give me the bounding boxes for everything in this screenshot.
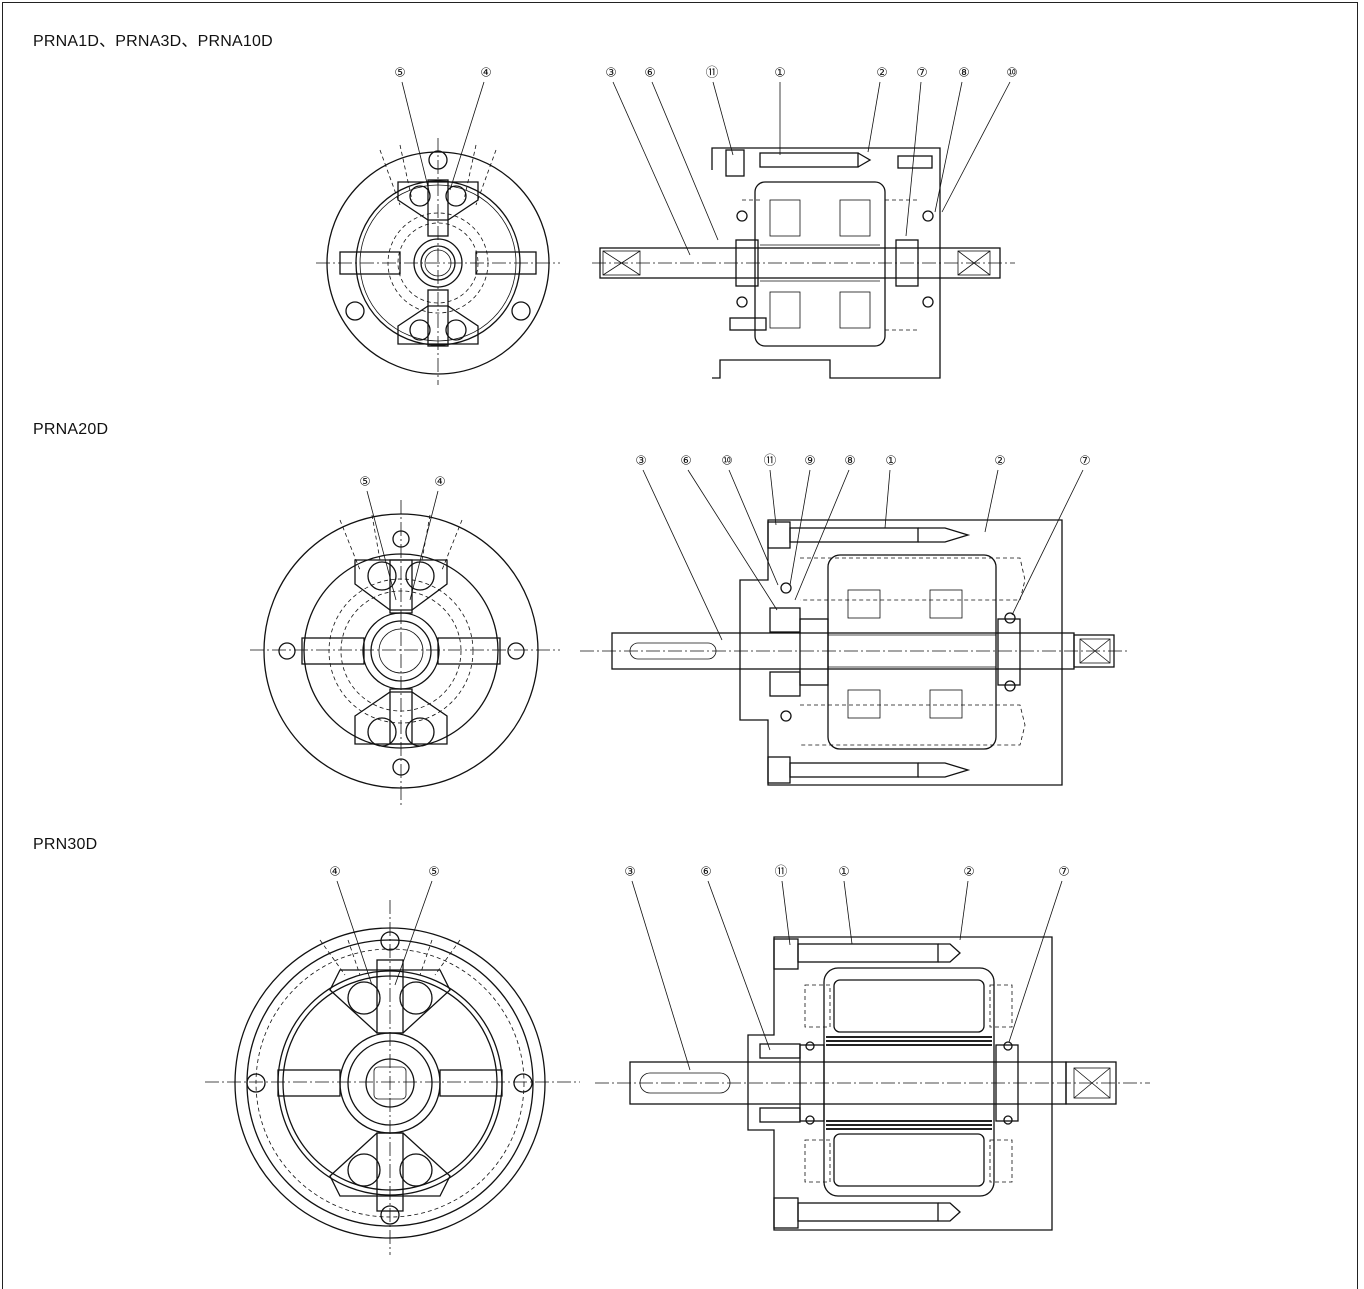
callout-11: ⑪ [706,65,719,80]
callout-6c: ⑥ [700,864,711,879]
callout-1c: ① [838,864,849,879]
callout-6: ⑥ [644,65,655,80]
front-view-3 [205,900,580,1255]
callout-3b: ③ [635,453,646,468]
callout-7c: ⑦ [1058,864,1069,879]
callout-8: ⑧ [958,65,969,80]
callout-7: ⑦ [916,65,927,80]
side-view-2 [580,519,1130,786]
side-view-1 [592,147,1015,379]
front-callouts-2: ⑤ ④ [359,474,446,601]
section-title-3: PRN30D [33,836,98,853]
section-title-2: PRNA20D [33,421,109,438]
callout-1: ① [774,65,785,80]
front-callouts-1: ⑤ ④ [394,65,492,196]
callout-4b: ④ [434,474,445,489]
side-callouts-2: ③ ⑥ ⑩ ⑪ ⑨ ⑧ ① ② ⑦ [635,453,1091,641]
callout-6b: ⑥ [680,453,691,468]
callout-9b: ⑨ [804,453,815,468]
front-view-1 [316,138,560,385]
callout-1b: ① [885,453,896,468]
side-callouts-3: ③ ⑥ ⑪ ① ② ⑦ [624,864,1070,1071]
callout-2: ② [876,65,887,80]
side-callouts-1: ③ ⑥ ⑪ ① ② ⑦ ⑧ ⑩ [605,65,1018,256]
front-view-2 [250,500,560,805]
front-callouts-3: ④ ⑤ [329,864,440,986]
callout-5: ⑤ [394,65,405,80]
callout-10b: ⑩ [721,453,732,468]
callout-11b: ⑪ [764,453,777,468]
callout-11c: ⑪ [775,864,788,879]
callout-7b: ⑦ [1079,453,1090,468]
section-title-1: PRNA1D、PRNA3D、PRNA10D [33,33,273,50]
side-view-3 [595,936,1150,1231]
callout-4c: ④ [329,864,340,879]
callout-2b: ② [994,453,1005,468]
callout-3c: ③ [624,864,635,879]
callout-2c: ② [963,864,974,879]
callout-4: ④ [480,65,491,80]
callout-3: ③ [605,65,616,80]
callout-8b: ⑧ [844,453,855,468]
callout-10: ⑩ [1006,65,1017,80]
callout-5c: ⑤ [428,864,439,879]
callout-5b: ⑤ [359,474,370,489]
